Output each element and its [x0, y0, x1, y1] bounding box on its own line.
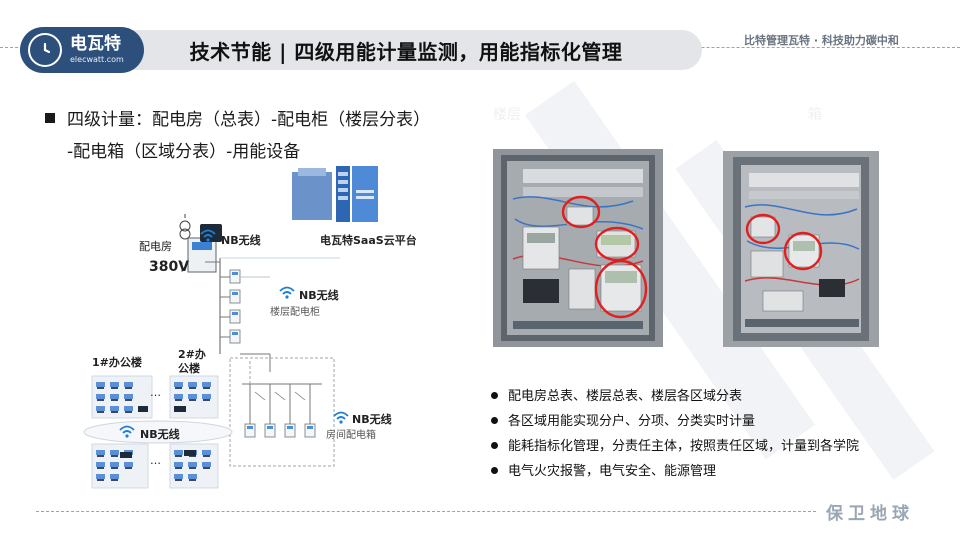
bullet-dot-icon	[491, 442, 498, 449]
list-item: 电气火灾报警，电气安全、能源管理	[491, 459, 859, 484]
header-slogan: 比特管理瓦特 · 科技助力碳中和	[744, 34, 899, 47]
highlight-circle	[745, 213, 781, 245]
bullet-text: 电气火灾报警，电气安全、能源管理	[508, 464, 717, 479]
distribution-box-photo-2	[723, 151, 879, 347]
footer-slogan: 保卫地球	[826, 504, 914, 524]
nb-wireless-icon	[279, 286, 295, 300]
lower-office-block-right	[169, 443, 219, 489]
page-title: 技术节能 | 四级用能计量监测，用能指标化管理	[189, 39, 623, 64]
building-2-label-line-2: 公楼	[178, 362, 200, 375]
highlight-circle	[594, 226, 640, 262]
master-gateway-icon	[200, 224, 222, 242]
bullet-dot-icon	[491, 392, 498, 399]
voltage-label: 380V	[149, 259, 190, 275]
faded-caption-right: 箱	[808, 107, 822, 123]
logo-name: 电瓦特	[70, 34, 121, 54]
building-2-label: 2#办 公楼	[178, 348, 206, 376]
ellipsis-lower: …	[150, 454, 161, 467]
transformer-icon	[179, 214, 191, 240]
bullet-text: 配电房总表、楼层总表、楼层各区域分表	[508, 389, 743, 404]
diagram-graphics	[83, 166, 378, 489]
bullet-text: 能耗指标化管理，分责任主体，按照责任区域，计量到各学院	[508, 439, 860, 454]
distribution-box-photo-1	[493, 149, 663, 347]
bullet-text: 各区域用能实现分户、分项、分类实时计量	[508, 414, 756, 429]
ellipsis-upper: …	[150, 386, 161, 399]
room-box-label: 房间配电箱	[326, 430, 376, 441]
list-item: 能耗指标化管理，分责任主体，按照责任区域，计量到各学院	[491, 434, 859, 459]
floor-meters	[220, 269, 241, 344]
power-room-label: 配电房	[139, 240, 172, 253]
nb-wireless-icon	[333, 411, 349, 425]
building-1-office	[91, 375, 153, 419]
building-2-office	[169, 375, 219, 419]
clock-icon	[28, 33, 62, 67]
room-meters	[244, 384, 316, 438]
headline-line-2: -配电箱（区域分表）-用能设备	[67, 142, 301, 162]
feature-bullet-list: 配电房总表、楼层总表、楼层各区域分表 各区域用能实现分户、分项、分类实时计量 能…	[491, 384, 859, 484]
building-1-label: 1#办公楼	[92, 356, 142, 369]
bullet-dot-icon	[491, 417, 498, 424]
bullet-dot-icon	[491, 467, 498, 474]
nb-wireless-label-1: NB无线	[221, 234, 261, 247]
title-bar: 技术节能 | 四级用能计量监测，用能指标化管理	[110, 30, 702, 70]
nb-wireless-label-4: NB无线	[140, 428, 180, 441]
metering-headline: 四级计量：配电房（总表）-配电柜（楼层分表） -配电箱（区域分表）-用能设备	[45, 104, 430, 168]
highlight-circle	[594, 259, 648, 319]
building-2-label-line-1: 2#办	[178, 348, 206, 361]
highlight-circle	[783, 231, 823, 271]
square-bullet-icon	[45, 113, 55, 123]
footer-divider	[36, 511, 816, 512]
nb-wireless-band	[83, 420, 233, 444]
floor-cabinet-label: 楼层配电柜	[270, 307, 320, 318]
logo-domain: elecwatt.com	[70, 55, 124, 64]
room-box-frame	[229, 357, 335, 467]
cloud-platform-label: 电瓦特SaaS云平台	[320, 234, 417, 247]
metering-architecture-diagram: 电瓦特SaaS云平台 配电房 380V NB无线 NB无线 楼层配电柜 NB无线…	[80, 162, 450, 492]
highlight-circle	[561, 195, 601, 229]
faded-caption-left: 楼层	[493, 107, 521, 123]
list-item: 各区域用能实现分户、分项、分类实时计量	[491, 409, 859, 434]
list-item: 配电房总表、楼层总表、楼层各区域分表	[491, 384, 859, 409]
nb-wireless-label-2: NB无线	[299, 289, 339, 302]
nb-wireless-label-3: NB无线	[352, 413, 392, 426]
headline-line-1: 四级计量：配电房（总表）-配电柜（楼层分表）	[67, 110, 431, 130]
lower-office-block-left	[91, 443, 149, 489]
brand-logo[interactable]: 电瓦特 elecwatt.com	[20, 27, 144, 73]
cloud-server-icon	[292, 166, 378, 222]
